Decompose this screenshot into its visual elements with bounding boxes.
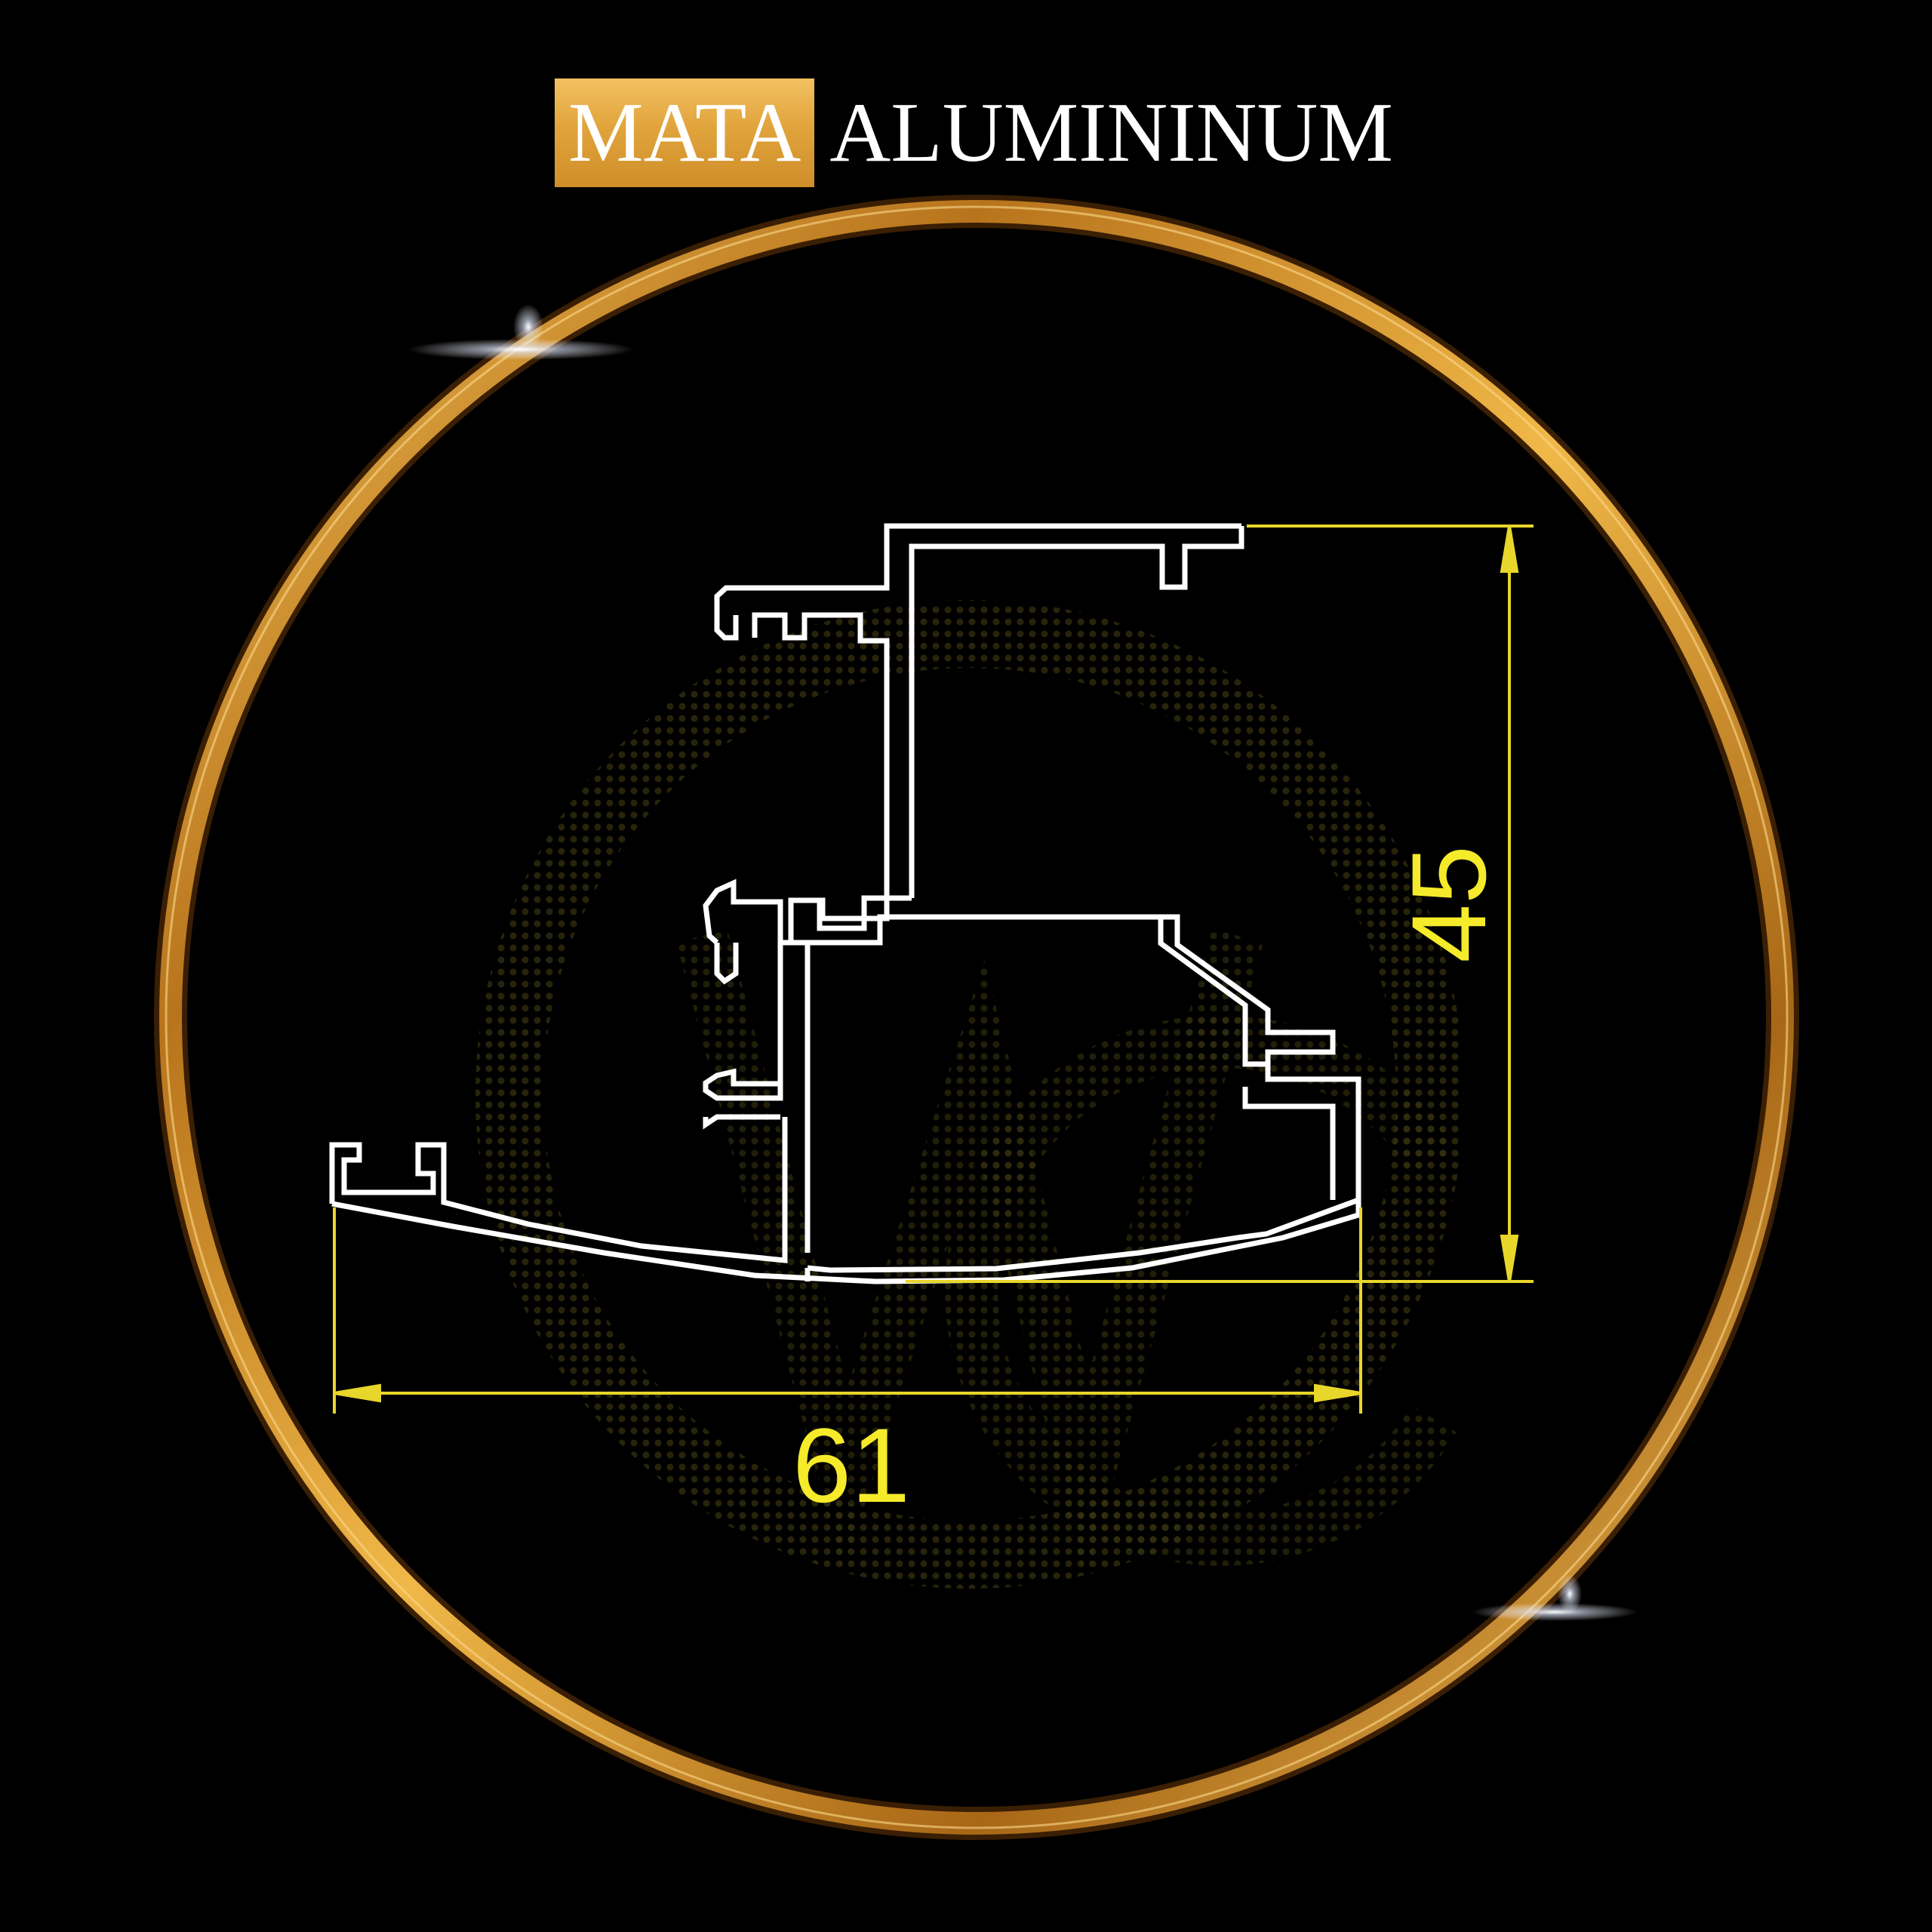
brand-highlight-text: MATA	[568, 86, 801, 180]
profile-left-hooks	[703, 878, 811, 1253]
dimension-lines	[333, 525, 1534, 1414]
watermark-logo	[475, 600, 1464, 1589]
width-arrow-right	[1314, 1383, 1361, 1403]
aluminum-profile	[329, 523, 1361, 1284]
width-dimension-label: 61	[792, 1406, 910, 1524]
brand-title: MATA ALUMININUM	[555, 78, 1393, 187]
brand-rest-text: ALUMININUM	[829, 86, 1393, 180]
profile-upper-frame	[714, 523, 1244, 921]
gold-ring	[154, 195, 1799, 1840]
height-arrow-top	[1500, 525, 1519, 573]
height-dimension-label: 45	[1389, 845, 1508, 963]
width-arrow-left	[334, 1383, 381, 1403]
height-arrow-bottom	[1500, 1235, 1519, 1282]
sparkle-icon	[408, 304, 1638, 1621]
profile-inner-wall	[877, 917, 1336, 1200]
brand-highlight-box: MATA	[555, 78, 815, 187]
